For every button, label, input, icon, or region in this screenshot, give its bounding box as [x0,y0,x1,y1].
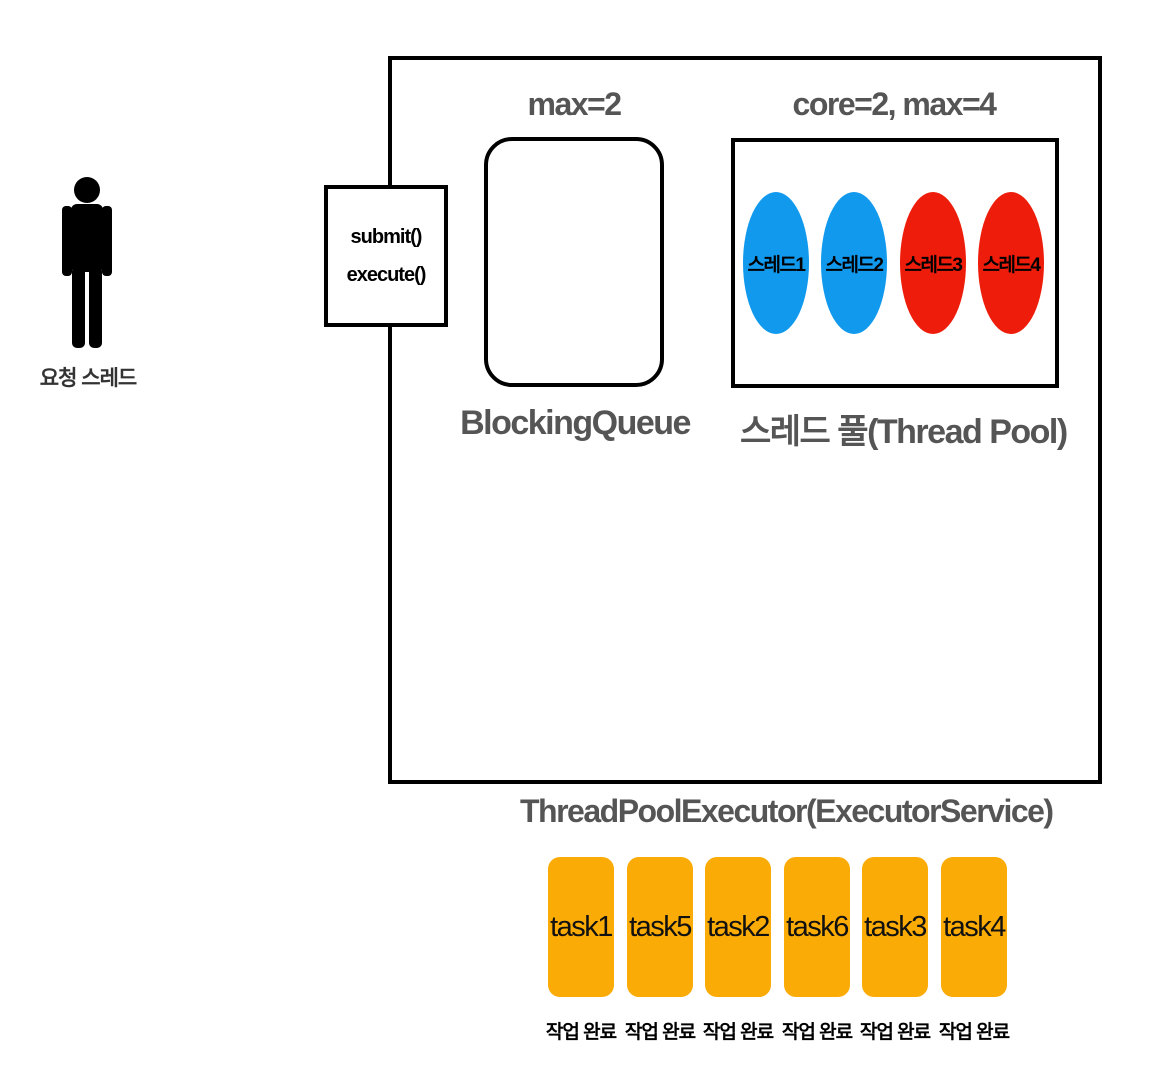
person-icon [62,177,112,348]
executor-frame [388,56,1102,784]
task-box: task2 [705,857,771,997]
executor-label: ThreadPoolExecutor(ExecutorService) [520,793,1054,829]
thread-pool-label: 스레드 풀(Thread Pool) [740,413,1068,451]
blocking-queue-box [484,137,664,387]
thread-node: 스레드4 [978,192,1044,334]
submit-box: submit() execute() [324,185,448,327]
requester-label: 요청 스레드 [39,367,137,390]
task-status-label: 작업 완료 [624,1022,696,1043]
task-box: task6 [784,857,850,997]
task-box: task1 [548,857,614,997]
thread-node: 스레드3 [900,192,966,334]
task-status-label: 작업 완료 [781,1022,853,1043]
task-status-label: 작업 완료 [545,1022,617,1043]
thread-node: 스레드2 [821,192,887,334]
task-box: task5 [627,857,693,997]
task-status-label: 작업 완료 [859,1022,931,1043]
task-status-label: 작업 완료 [702,1022,774,1043]
execute-label: execute() [346,264,427,286]
thread-node: 스레드1 [743,192,809,334]
submit-label: submit() [350,226,423,248]
pool-capacity-label: core=2, max=4 [792,86,997,122]
blocking-queue-label: BlockingQueue [460,404,691,442]
task-status-label: 작업 완료 [938,1022,1010,1043]
task-box: task4 [941,857,1007,997]
task-box: task3 [862,857,928,997]
queue-capacity-label: max=2 [527,86,622,122]
